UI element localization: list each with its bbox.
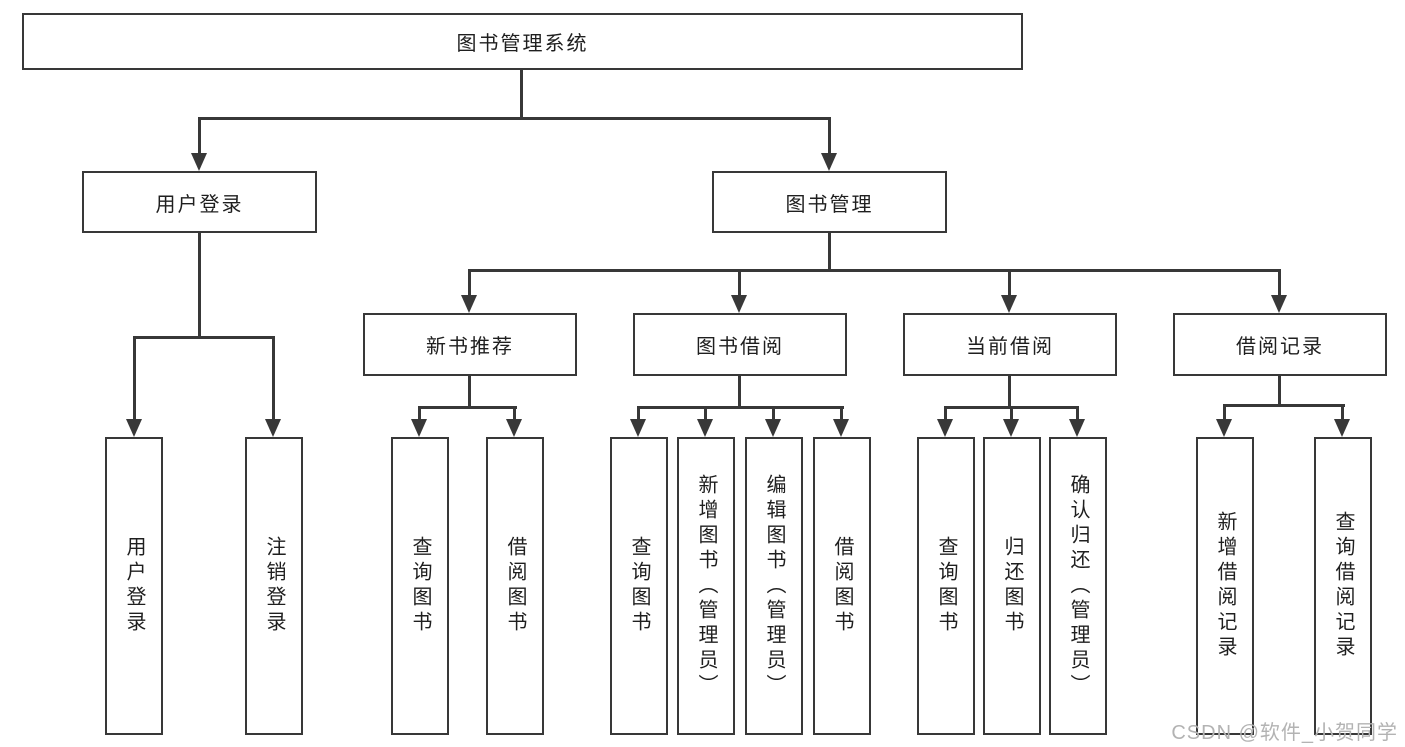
leaf-query-books-recommend: 查询图书 <box>391 437 449 735</box>
node-label: 图书借阅 <box>696 336 784 358</box>
leaf-label: 查询图书 <box>628 536 650 636</box>
connector-line <box>828 117 831 153</box>
arrow-down-icon <box>191 153 207 171</box>
arrow-down-icon <box>411 419 427 437</box>
leaf-borrow-books-recommend: 借阅图书 <box>486 437 544 735</box>
connector-line <box>1076 406 1079 419</box>
connector-line <box>1008 376 1011 409</box>
connector-line <box>513 406 516 419</box>
arrow-down-icon <box>731 295 747 313</box>
connector-line <box>738 269 741 295</box>
leaf-query-books-borrow: 查询图书 <box>610 437 668 735</box>
connector-line <box>1010 406 1013 419</box>
node-new-book-recommend: 新书推荐 <box>363 313 577 376</box>
connector-line <box>1278 269 1281 295</box>
leaf-edit-books-admin: 编辑图书（管理员） <box>745 437 803 735</box>
connector-line <box>637 406 844 409</box>
arrow-down-icon <box>1003 419 1019 437</box>
node-borrow-records: 借阅记录 <box>1173 313 1387 376</box>
node-current-borrow: 当前借阅 <box>903 313 1117 376</box>
leaf-add-borrow-record: 新增借阅记录 <box>1196 437 1254 735</box>
arrow-down-icon <box>1271 295 1287 313</box>
connector-line <box>198 117 831 120</box>
leaf-user-login: 用户登录 <box>105 437 163 735</box>
arrow-down-icon <box>1069 419 1085 437</box>
connector-line <box>1341 404 1344 419</box>
leaf-label: 查询借阅记录 <box>1332 511 1354 661</box>
connector-line <box>198 233 201 338</box>
node-label: 图书管理系统 <box>456 33 589 55</box>
leaf-borrow-books: 借阅图书 <box>813 437 871 735</box>
node-book-management: 图书管理 <box>712 171 947 233</box>
arrow-down-icon <box>697 419 713 437</box>
connector-line <box>1223 404 1345 407</box>
arrow-down-icon <box>265 419 281 437</box>
connector-line <box>772 406 775 419</box>
connector-line <box>1223 404 1226 419</box>
leaf-confirm-return-admin: 确认归还（管理员） <box>1049 437 1107 735</box>
connector-line <box>944 406 947 419</box>
arrow-down-icon <box>126 419 142 437</box>
connector-line <box>198 117 201 153</box>
leaf-label: 编辑图书（管理员） <box>763 473 785 699</box>
connector-line <box>133 336 275 339</box>
arrow-down-icon <box>1334 419 1350 437</box>
node-label: 用户登录 <box>155 193 244 216</box>
leaf-label: 用户登录 <box>123 536 145 636</box>
arrow-down-icon <box>821 153 837 171</box>
csdn-watermark: CSDN @软件_小贺同学 <box>1171 722 1398 744</box>
leaf-logout: 注销登录 <box>245 437 303 735</box>
connector-line <box>637 406 640 419</box>
arrow-down-icon <box>1001 295 1017 313</box>
connector-line <box>1008 269 1011 295</box>
connector-line <box>468 376 471 409</box>
connector-line <box>1278 376 1281 407</box>
connector-line <box>468 269 1281 272</box>
leaf-label: 新增图书（管理员） <box>695 473 717 699</box>
leaf-label: 确认归还（管理员） <box>1067 473 1089 699</box>
leaf-label: 借阅图书 <box>504 536 526 636</box>
arrow-down-icon <box>765 419 781 437</box>
connector-line <box>418 406 421 419</box>
connector-line <box>272 336 275 419</box>
leaf-return-books: 归还图书 <box>983 437 1041 735</box>
node-label: 当前借阅 <box>966 336 1054 358</box>
arrow-down-icon <box>630 419 646 437</box>
node-book-borrow: 图书借阅 <box>633 313 847 376</box>
node-label: 借阅记录 <box>1236 336 1324 358</box>
connector-line <box>840 406 843 419</box>
connector-line <box>418 406 517 409</box>
arrow-down-icon <box>461 295 477 313</box>
leaf-query-books-current: 查询图书 <box>917 437 975 735</box>
leaf-label: 借阅图书 <box>831 536 853 636</box>
leaf-query-borrow-record: 查询借阅记录 <box>1314 437 1372 735</box>
leaf-label: 注销登录 <box>263 536 285 636</box>
arrow-down-icon <box>937 419 953 437</box>
connector-line <box>468 269 471 295</box>
arrow-down-icon <box>833 419 849 437</box>
node-library-system-root: 图书管理系统 <box>22 13 1023 70</box>
leaf-label: 新增借阅记录 <box>1214 511 1236 661</box>
leaf-label: 归还图书 <box>1001 536 1023 636</box>
node-label: 图书管理 <box>785 193 874 216</box>
connector-line <box>738 376 741 409</box>
arrow-down-icon <box>1216 419 1232 437</box>
connector-line <box>520 69 523 118</box>
node-user-login: 用户登录 <box>82 171 317 233</box>
leaf-label: 查询图书 <box>409 536 431 636</box>
leaf-add-books-admin: 新增图书（管理员） <box>677 437 735 735</box>
leaf-label: 查询图书 <box>935 536 957 636</box>
arrow-down-icon <box>506 419 522 437</box>
node-label: 新书推荐 <box>426 336 514 358</box>
connector-line <box>828 233 831 272</box>
connector-line <box>133 336 136 419</box>
connector-line <box>704 406 707 419</box>
